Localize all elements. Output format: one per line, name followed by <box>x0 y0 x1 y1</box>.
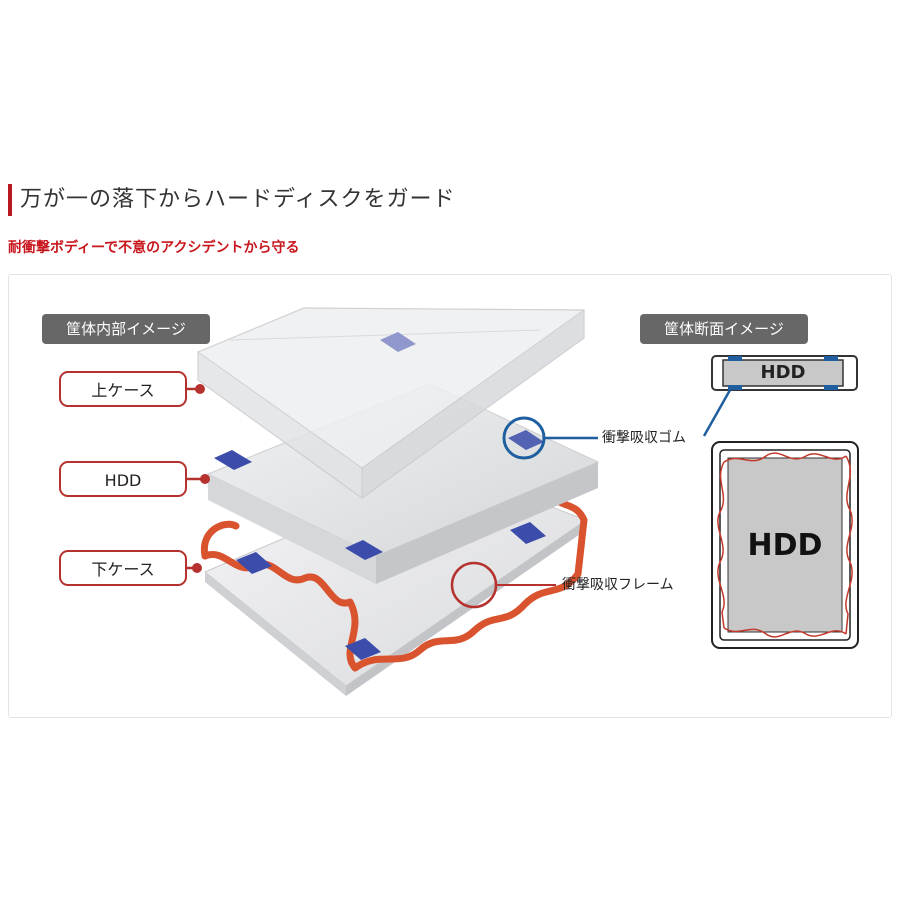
large-cross-section <box>711 441 859 649</box>
small-cross-section <box>711 355 858 391</box>
shock-frame-label: 衝撃吸収フレーム <box>562 577 674 593</box>
lower-case-callout: 下ケース <box>59 550 187 586</box>
lower-rubber-pads <box>236 522 546 660</box>
upper-case-shape <box>197 307 585 499</box>
small-hdd-label: HDD <box>760 362 806 383</box>
hdd-shape <box>206 383 600 584</box>
cross-section-image-tag: 筐体断面イメージ <box>640 314 808 344</box>
callout-connectors <box>187 384 210 573</box>
hdd-callout: HDD <box>59 461 187 497</box>
title-accent-bar <box>8 184 12 216</box>
page-title: 万が一の落下からハードディスクをガード <box>20 187 456 212</box>
page-subtitle: 耐衝撃ボディーで不意のアクシデントから守る <box>8 240 300 256</box>
interior-image-tag: 筐体内部イメージ <box>42 314 210 344</box>
shock-rubber-label: 衝撃吸収ゴム <box>602 430 686 446</box>
upper-case-callout: 上ケース <box>59 371 187 407</box>
large-hdd-label: HDD <box>747 528 823 563</box>
